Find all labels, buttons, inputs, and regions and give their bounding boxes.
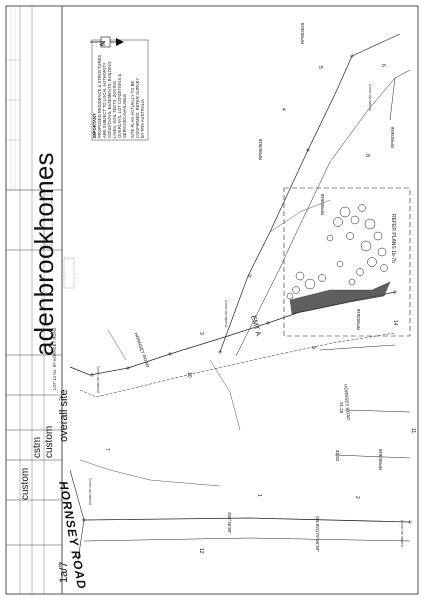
marker-note: Corner not marked — [368, 84, 372, 111]
lot-number: 6 — [380, 64, 386, 67]
sheet-border — [5, 5, 419, 595]
lot-number: 1 — [256, 494, 262, 497]
site-plan — [69, 33, 412, 561]
north-letter: N — [100, 40, 107, 46]
road-boundary-lower — [79, 332, 396, 398]
marker-note: Corner not marked — [96, 366, 100, 393]
plan-ref: RP803646 — [378, 448, 383, 470]
plan-ref: RP803649 — [300, 22, 305, 44]
sheet-number: 1a/7 — [58, 561, 70, 583]
lot-boundary-long — [219, 55, 353, 353]
lot-number: 2 — [354, 496, 360, 499]
north-arrow-icon — [90, 36, 124, 48]
brand-name: adenbrookhomes — [29, 152, 59, 356]
plan-ref: RP803646 — [258, 138, 263, 160]
lot-number: 12 — [198, 548, 204, 554]
client-name: custom — [44, 425, 55, 458]
site-label: overall site — [58, 389, 70, 442]
lot-number: 5 — [317, 66, 323, 69]
lot-number: 4 — [280, 108, 286, 111]
plan-ref: RP803646 — [390, 126, 395, 148]
lot-number: 8 — [364, 154, 370, 157]
refer-plans-label: REFER PLANS 1b-7b — [390, 214, 396, 263]
marker-note: Corner not marked — [400, 520, 404, 547]
bearing-label: 179°46'30" — [315, 530, 320, 552]
plan-ref: RP803646 — [320, 193, 325, 215]
easement-label: EMT A — [249, 315, 262, 337]
plan-ref: RP803646 — [356, 308, 361, 330]
notes-footer-line: BY FRA AUSTRALIA — [140, 98, 145, 138]
lot-number: 7 — [104, 448, 110, 451]
lot-number: 11 — [410, 428, 416, 434]
lot-number: 14 — [392, 320, 398, 326]
bearing-label: 31.28 — [339, 402, 344, 414]
lot-number: 10 — [186, 372, 192, 378]
marker-note: Corner not marked — [224, 300, 228, 327]
reference-box — [283, 187, 411, 337]
job-name: custom — [20, 467, 31, 500]
road-label-side: HORNSEY ROAD — [133, 332, 151, 368]
design-name: cstm — [32, 436, 43, 458]
marker-note: Corner not marked — [88, 478, 92, 505]
road-frontage — [83, 517, 411, 523]
lot-number: 3 — [198, 332, 204, 335]
lot-number: 9 — [310, 346, 316, 349]
building-platform — [289, 281, 391, 315]
road-label-side: HORNSEY ROAD — [343, 384, 352, 421]
bearing-label: (59.82) — [315, 516, 320, 531]
tree-cluster — [286, 204, 388, 300]
site-address: LOT 14 No. 97 HORNSEY ROAD — [52, 327, 57, 390]
title-block — [6, 6, 75, 594]
bearing-label: 358°46'30" — [227, 512, 232, 534]
bearing-label: 48.82 — [335, 450, 340, 462]
notes-line: SERVICES AVAILABLE — [122, 94, 127, 138]
